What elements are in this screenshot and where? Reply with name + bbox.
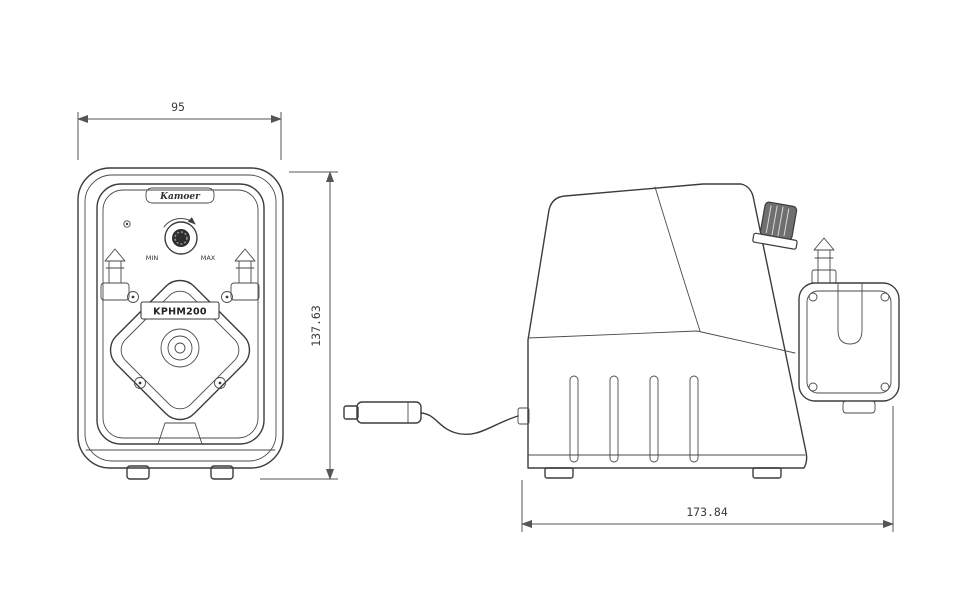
rotor-mid	[167, 335, 193, 361]
cable-connector	[356, 401, 422, 424]
width-dimension-label: 95	[171, 100, 185, 114]
head-pedestal	[157, 422, 203, 445]
side-front-edge	[654, 186, 701, 332]
min-label: MIN	[146, 254, 159, 262]
max-label: MAX	[201, 254, 216, 262]
front-housing-outline	[77, 167, 284, 469]
model-label: KPHM200	[153, 307, 207, 318]
pump-head-front: KPHM200	[109, 279, 251, 445]
height-dimension-label: 137.63	[309, 305, 323, 347]
side-body-outline	[527, 183, 808, 469]
dimension-width: 95	[77, 100, 282, 160]
side-view	[343, 183, 900, 479]
speed-knob-front	[163, 217, 198, 255]
front-view: Kamoer MIN MAX	[77, 167, 284, 480]
rotor-hub	[174, 342, 186, 354]
power-cable	[343, 401, 530, 435]
side-mid-seam	[527, 330, 796, 354]
speed-knob-side	[752, 201, 798, 250]
vent-slots	[569, 375, 699, 463]
head-bottom-tab	[842, 400, 876, 414]
dimension-depth: 173.84	[521, 406, 894, 532]
connector-tip	[343, 405, 359, 420]
rotation-arrow-icon	[163, 217, 196, 228]
head-screws	[127, 291, 233, 389]
cable-wire	[420, 412, 519, 435]
rotor-outer	[160, 328, 200, 368]
side-foot-left	[544, 467, 574, 479]
tube-fitting-side	[811, 237, 837, 284]
tube-fitting-right	[230, 248, 260, 301]
front-face-plate-inner	[102, 189, 259, 439]
depth-dimension-label: 173.84	[686, 505, 728, 519]
led-indicator-icon	[123, 220, 131, 228]
side-foot-right	[752, 467, 782, 479]
tube-channel	[837, 282, 863, 345]
front-foot-right	[210, 465, 234, 480]
front-housing-inner-line	[84, 174, 277, 462]
tube-fitting-left	[100, 248, 130, 301]
front-face-plate	[96, 183, 265, 445]
front-foot-left	[126, 465, 150, 480]
brand-plate	[145, 187, 215, 204]
pump-head-side	[798, 237, 900, 414]
brand-label: Kamoer	[159, 192, 201, 202]
led-dot	[125, 222, 129, 226]
model-plate	[140, 301, 220, 320]
dimension-height: 137.63	[260, 171, 338, 480]
